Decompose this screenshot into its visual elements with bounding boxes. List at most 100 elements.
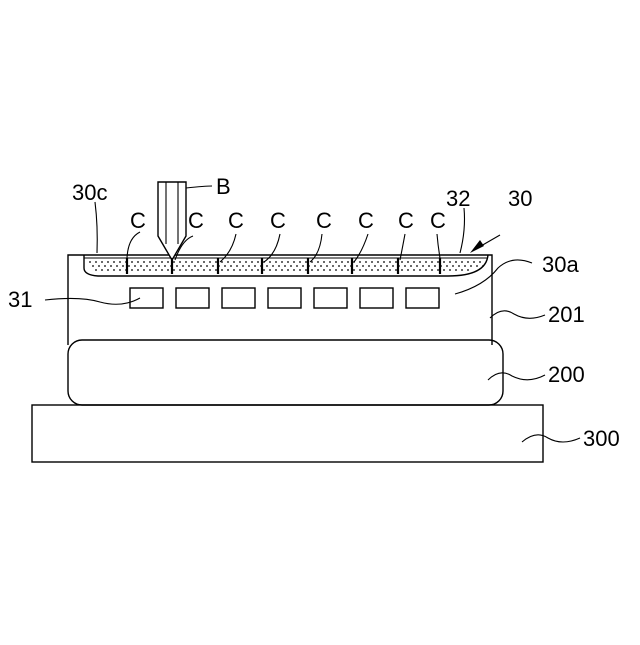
label-c: C bbox=[358, 208, 374, 233]
stipple-dot bbox=[389, 269, 391, 271]
stipple-dot bbox=[356, 265, 358, 267]
stipple-dot bbox=[200, 265, 202, 267]
stipple-dot bbox=[131, 269, 133, 271]
stipple-dot bbox=[368, 265, 370, 267]
stipple-dot bbox=[269, 269, 271, 271]
stipple-dot bbox=[233, 261, 235, 263]
member-200 bbox=[68, 340, 503, 405]
stipple-dot bbox=[182, 265, 184, 267]
body-201 bbox=[68, 255, 492, 345]
label-201: 201 bbox=[548, 302, 585, 327]
stipple-dot bbox=[257, 269, 259, 271]
stipple-dot bbox=[167, 269, 169, 271]
stipple-dot bbox=[401, 269, 403, 271]
stipple-dot bbox=[326, 265, 328, 267]
stipple-dot bbox=[203, 269, 205, 271]
stipple-dot bbox=[149, 269, 151, 271]
stipple-dot bbox=[209, 269, 211, 271]
elements-31 bbox=[130, 288, 439, 308]
stipple-dot bbox=[482, 265, 484, 267]
stipple-dot bbox=[395, 269, 397, 271]
stipple-dot bbox=[467, 261, 469, 263]
stipple-dot bbox=[374, 265, 376, 267]
stipple-dot bbox=[113, 269, 115, 271]
stipple-dot bbox=[314, 265, 316, 267]
stipple-dot bbox=[227, 269, 229, 271]
stipple-dot bbox=[140, 265, 142, 267]
stipple-dot bbox=[293, 261, 295, 263]
stipple-dot bbox=[317, 269, 319, 271]
label-c: C bbox=[316, 208, 332, 233]
stipple-dot bbox=[188, 265, 190, 267]
stipple-dot bbox=[134, 265, 136, 267]
stipple-dot bbox=[389, 261, 391, 263]
stipple-dot bbox=[131, 261, 133, 263]
stipple-dot bbox=[296, 265, 298, 267]
ref-leaders bbox=[45, 186, 580, 442]
label-b: B bbox=[216, 174, 231, 199]
stipple-dot bbox=[137, 269, 139, 271]
stipple-dot bbox=[155, 269, 157, 271]
stipple-dot bbox=[395, 261, 397, 263]
stipple-dot bbox=[176, 265, 178, 267]
stipple-dot bbox=[437, 261, 439, 263]
stipple-dot bbox=[323, 269, 325, 271]
stipple-dot bbox=[197, 269, 199, 271]
stipple-dot bbox=[179, 261, 181, 263]
element-31 bbox=[130, 288, 163, 308]
stipple-dot bbox=[464, 265, 466, 267]
stipple-dot bbox=[263, 269, 265, 271]
stipple-dot bbox=[323, 261, 325, 263]
layer-32-stipple bbox=[89, 261, 484, 271]
stipple-dot bbox=[347, 261, 349, 263]
stipple-dot bbox=[449, 261, 451, 263]
stipple-dot bbox=[467, 269, 469, 271]
stipple-dot bbox=[362, 265, 364, 267]
stipple-dot bbox=[128, 265, 130, 267]
stipple-dot bbox=[449, 269, 451, 271]
stipple-dot bbox=[434, 265, 436, 267]
stipple-dot bbox=[95, 261, 97, 263]
stipple-dot bbox=[161, 269, 163, 271]
stipple-dot bbox=[287, 261, 289, 263]
stipple-dot bbox=[137, 261, 139, 263]
stipple-dot bbox=[221, 269, 223, 271]
stipple-dot bbox=[359, 269, 361, 271]
stipple-dot bbox=[365, 269, 367, 271]
stipple-dot bbox=[179, 269, 181, 271]
stipple-dot bbox=[329, 261, 331, 263]
stipple-dot bbox=[281, 269, 283, 271]
label-200: 200 bbox=[548, 362, 585, 387]
stipple-dot bbox=[422, 265, 424, 267]
stipple-dot bbox=[320, 265, 322, 267]
stipple-dot bbox=[419, 261, 421, 263]
label-31: 31 bbox=[8, 287, 32, 312]
stipple-dot bbox=[431, 269, 433, 271]
label-c: C bbox=[270, 208, 286, 233]
stipple-dot bbox=[95, 269, 97, 271]
stipple-dot bbox=[383, 269, 385, 271]
stipple-dot bbox=[233, 269, 235, 271]
stipple-dot bbox=[239, 261, 241, 263]
stipple-dot bbox=[254, 265, 256, 267]
stipple-dot bbox=[338, 265, 340, 267]
stipple-dot bbox=[344, 265, 346, 267]
stipple-dot bbox=[407, 269, 409, 271]
stipple-dot bbox=[107, 261, 109, 263]
stipple-dot bbox=[479, 261, 481, 263]
stipple-dot bbox=[98, 265, 100, 267]
stipple-dot bbox=[329, 269, 331, 271]
stipple-dot bbox=[230, 265, 232, 267]
stipple-dot bbox=[209, 261, 211, 263]
stipple-dot bbox=[101, 269, 103, 271]
stipple-dot bbox=[257, 261, 259, 263]
stipple-dot bbox=[455, 269, 457, 271]
stipple-dot bbox=[245, 269, 247, 271]
stipple-dot bbox=[302, 265, 304, 267]
stipple-dot bbox=[413, 269, 415, 271]
stipple-dot bbox=[428, 265, 430, 267]
stipple-dot bbox=[275, 269, 277, 271]
stipple-dot bbox=[206, 265, 208, 267]
element-31 bbox=[222, 288, 255, 308]
